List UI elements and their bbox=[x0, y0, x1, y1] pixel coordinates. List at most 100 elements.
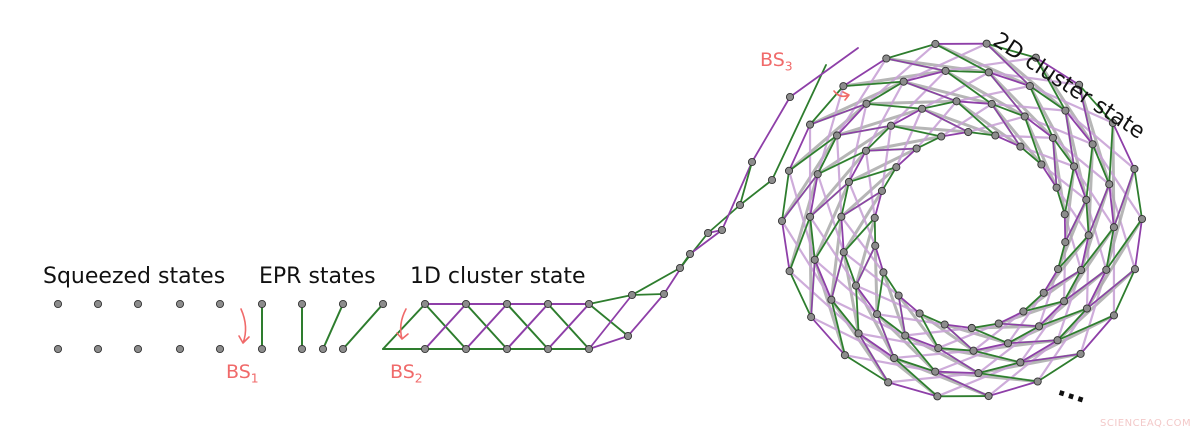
cluster2d-mesh bbox=[854, 284, 921, 315]
cluster2d-node bbox=[982, 39, 991, 48]
cluster2d-edge bbox=[881, 166, 898, 192]
cluster2d-node bbox=[912, 144, 921, 153]
cluster2d-node bbox=[1025, 81, 1034, 91]
cluster2d-edge bbox=[810, 316, 846, 357]
cluster2d-edge bbox=[1022, 291, 1045, 313]
label-bs2-sub: 2 bbox=[414, 371, 423, 386]
cluster2d-edge bbox=[1087, 183, 1111, 237]
cluster2d-edge bbox=[781, 169, 790, 222]
cluster2d-edge bbox=[1105, 218, 1143, 271]
cluster2d-node bbox=[807, 313, 816, 322]
cluster2d-mesh bbox=[857, 332, 940, 350]
epr-node bbox=[257, 299, 267, 309]
cluster2d-node bbox=[1075, 80, 1084, 89]
cluster2d-node bbox=[987, 99, 996, 108]
cluster2d-edge bbox=[1134, 218, 1143, 271]
cluster2d-mesh bbox=[1055, 186, 1090, 237]
cluster2d-edge bbox=[739, 161, 753, 206]
cluster2d-edge bbox=[1078, 83, 1114, 124]
cluster2d-node bbox=[1130, 164, 1139, 173]
squeezed-node bbox=[175, 344, 185, 354]
cluster2d-mesh bbox=[1072, 165, 1116, 229]
epr-node bbox=[338, 344, 348, 354]
cluster2d-node bbox=[931, 367, 940, 376]
cluster2d-node bbox=[810, 255, 819, 264]
cluster2d-mesh bbox=[864, 80, 905, 152]
cluster2d-node bbox=[767, 175, 777, 185]
cluster2d-edge bbox=[921, 107, 970, 133]
squeezed-node bbox=[53, 299, 63, 309]
cluster2d-edge bbox=[1133, 167, 1143, 220]
cluster2d-edge bbox=[830, 251, 845, 301]
cluster2d-edge bbox=[1064, 109, 1075, 168]
cluster2d-node bbox=[892, 163, 901, 172]
squeezed-node bbox=[215, 299, 225, 309]
cluster2d-mesh bbox=[970, 324, 1041, 330]
cluster2d-node bbox=[1108, 118, 1117, 127]
cluster2d-edge bbox=[1042, 269, 1082, 294]
cluster2d-node bbox=[675, 263, 685, 273]
cluster2d-mesh bbox=[987, 70, 1055, 140]
cluster2d-mesh bbox=[889, 69, 947, 127]
cluster2d-node bbox=[931, 39, 940, 49]
cluster2d-edge bbox=[1113, 268, 1136, 317]
cluster2d-mesh bbox=[990, 102, 1067, 112]
cluster2d-mesh bbox=[955, 99, 1022, 149]
cluster2d-node bbox=[703, 228, 713, 238]
cluster2d-mesh bbox=[787, 169, 816, 261]
cluster2d-node bbox=[890, 353, 899, 363]
cluster2d-mesh bbox=[847, 147, 919, 184]
cluster2d-mesh bbox=[994, 134, 1055, 139]
cluster2d-mesh bbox=[902, 80, 994, 106]
cluster2d-edge bbox=[895, 147, 918, 169]
cluster2d-edge bbox=[810, 258, 816, 318]
cluster2d-edge bbox=[1019, 339, 1059, 364]
cluster2d-edge bbox=[934, 370, 990, 397]
cluster2d-edge bbox=[985, 42, 1037, 59]
cluster2d-node bbox=[933, 392, 942, 401]
squeezed-node bbox=[215, 344, 225, 354]
cluster2d-edge bbox=[987, 380, 1039, 397]
cluster2d-edge bbox=[855, 244, 877, 287]
cluster2d-node bbox=[717, 225, 727, 235]
cluster2d-edge bbox=[865, 102, 923, 110]
cluster2d-mesh bbox=[967, 115, 1026, 134]
cluster2d-edge bbox=[788, 134, 838, 172]
cluster1d-edge bbox=[547, 303, 590, 350]
label-bs2: BS2 bbox=[390, 361, 423, 385]
cluster2d-edge bbox=[997, 310, 1025, 325]
cluster2d-node bbox=[991, 131, 1000, 140]
cluster2d-edge bbox=[1029, 85, 1054, 139]
cluster2d-node bbox=[1060, 210, 1069, 219]
cluster2d-edge bbox=[1040, 163, 1058, 189]
cluster2d-node bbox=[901, 331, 910, 340]
cluster2d-edge bbox=[1105, 226, 1115, 271]
cluster2d-node bbox=[623, 331, 633, 341]
cluster2d-node bbox=[894, 291, 903, 300]
cluster2d-node bbox=[1130, 265, 1140, 274]
cluster2d-mesh bbox=[1019, 300, 1066, 364]
cluster2d-edge bbox=[977, 372, 1039, 383]
cluster2d-edge bbox=[1057, 241, 1067, 270]
cluster2d-mesh bbox=[813, 180, 851, 262]
cluster2d-mesh bbox=[788, 270, 860, 335]
cluster2d-node bbox=[937, 132, 946, 141]
cluster2d-edge bbox=[918, 312, 946, 326]
cluster2d-edge bbox=[902, 80, 958, 103]
cluster2d-mesh bbox=[940, 102, 993, 138]
cluster2d-edge bbox=[842, 57, 888, 88]
cluster2d-edge bbox=[887, 381, 939, 398]
epr-node bbox=[318, 344, 328, 354]
cluster2d-edge bbox=[789, 47, 859, 98]
cluster2d-node bbox=[952, 97, 961, 106]
cluster2d-mesh bbox=[934, 342, 1010, 373]
cluster2d-node bbox=[877, 186, 887, 195]
cluster2d-edge bbox=[897, 294, 921, 315]
cluster2d-edge bbox=[890, 107, 923, 127]
cluster2d-edge bbox=[588, 294, 633, 350]
cluster2d-mesh bbox=[840, 215, 885, 274]
cluster2d-edge bbox=[1007, 325, 1040, 345]
cluster2d-edge bbox=[893, 357, 937, 373]
cluster2d-node bbox=[940, 320, 949, 329]
